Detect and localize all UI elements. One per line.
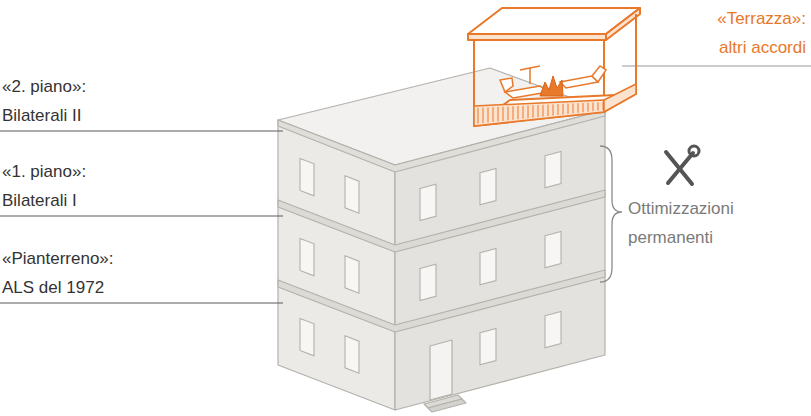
building-windows [300, 152, 561, 374]
window [300, 238, 314, 275]
leader-line [0, 302, 283, 303]
railing-bar [593, 103, 594, 112]
leader-line [0, 215, 283, 216]
railing-bar [578, 103, 579, 113]
window [345, 256, 359, 293]
window [345, 176, 359, 213]
tools-icon [666, 146, 699, 184]
railing-bar [603, 102, 604, 110]
railing-bar [483, 108, 484, 123]
window [545, 312, 561, 348]
window [300, 318, 314, 355]
floor-label: «2. piano»: Bilaterali II [2, 72, 132, 130]
railing-bar [553, 104, 554, 115]
railing-bar [563, 104, 564, 115]
railing-bar [498, 107, 499, 122]
railing-bar [503, 107, 504, 121]
railing-bar [543, 105, 544, 117]
railing-bar [478, 108, 479, 124]
building-door [430, 340, 452, 400]
railing-bar [583, 103, 584, 112]
floor-label: «1. piano»: Bilaterali I [2, 157, 132, 215]
railing-bar [523, 106, 524, 119]
leader-line [0, 130, 283, 131]
railing-bar [518, 106, 519, 119]
window [420, 184, 436, 220]
railing-bar [588, 103, 589, 112]
window [480, 249, 496, 285]
window [345, 336, 359, 373]
railing-bar [573, 103, 574, 113]
floor-label: «Pianterreno»: ALS del 1972 [2, 244, 142, 302]
railing-bar [528, 106, 529, 119]
railing-bar [598, 102, 599, 110]
terrace-furniture [500, 66, 606, 98]
bracket-label: Ottimizzazioni permanenti [628, 194, 760, 252]
railing-bar [493, 107, 494, 122]
railing-bar [488, 107, 489, 122]
window [300, 158, 314, 195]
terrace-structure [468, 8, 640, 126]
railing-bar [533, 105, 534, 117]
window [480, 169, 496, 205]
window [480, 329, 496, 365]
terrace-label: «Terrazza»: altri accordi [690, 4, 806, 62]
bracket [600, 146, 622, 282]
building-roof [278, 68, 605, 165]
railing-bar [538, 105, 539, 117]
window [545, 232, 561, 268]
window [545, 152, 561, 188]
railing-bar [513, 106, 514, 120]
leader-line [622, 65, 811, 66]
fire-symbol [540, 76, 563, 96]
railing-bar [548, 105, 549, 116]
railing-bar [508, 106, 509, 120]
railing-bar [558, 104, 559, 115]
window [420, 264, 436, 300]
railing-bar [568, 104, 569, 114]
building-steps [428, 399, 466, 412]
